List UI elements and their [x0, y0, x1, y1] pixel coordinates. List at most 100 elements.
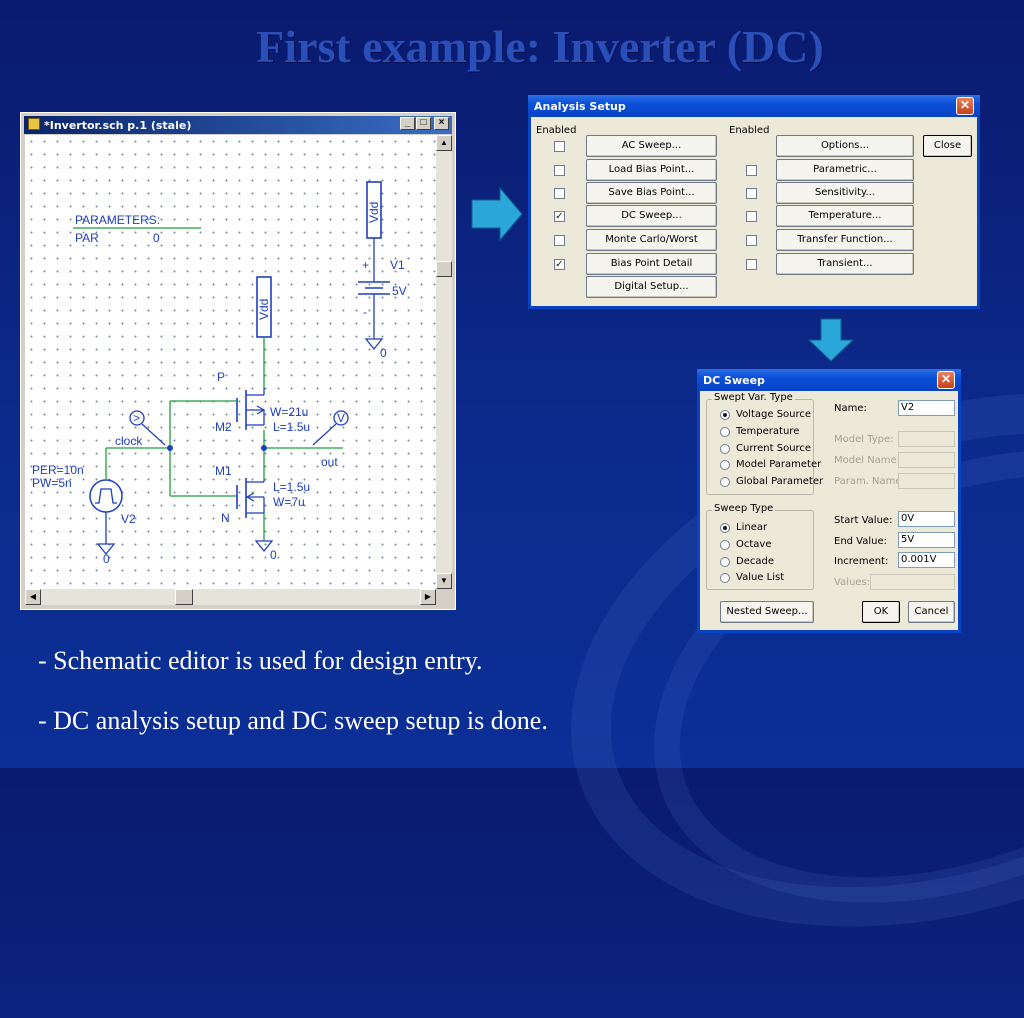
n-label: N — [221, 511, 230, 525]
scroll-right-arrow-icon[interactable]: ▶ — [420, 589, 436, 605]
ac-sweep-checkbox[interactable] — [554, 141, 565, 152]
name-label: Name: — [834, 403, 867, 414]
dc-sweep-title: DC Sweep — [703, 373, 765, 387]
v1-label: V1 — [390, 258, 405, 272]
close-dialog-button[interactable]: Close — [923, 135, 972, 157]
current-source-label: Current Source — [736, 443, 812, 454]
decade-label: Decade — [736, 556, 774, 567]
end-value-label: End Value: — [834, 536, 888, 547]
pw-label: PW=5n — [32, 476, 72, 490]
arrow-right-icon — [471, 186, 523, 242]
probe-left-symbol: > — [133, 411, 140, 425]
slide-title: First example: Inverter (DC) — [256, 21, 824, 72]
bias-detail-checkbox[interactable]: ✓ — [554, 259, 565, 270]
dc-sweep-title-bar[interactable]: DC Sweep — [697, 369, 961, 391]
start-value-input[interactable]: 0V — [898, 511, 955, 527]
v2-label: V2 — [121, 512, 136, 526]
temperature-radio[interactable] — [720, 427, 730, 437]
model-type-input — [898, 431, 955, 447]
voltage-source-radio[interactable] — [720, 410, 730, 420]
model-parameter-radio[interactable] — [720, 460, 730, 470]
vdd-top-label: Vdd — [367, 202, 381, 223]
parametric-checkbox[interactable] — [746, 165, 757, 176]
minimize-button[interactable]: _ — [400, 117, 415, 130]
arrow-down-icon — [808, 318, 854, 362]
w7-label: W=7u — [273, 495, 305, 509]
sensitivity-button[interactable]: Sensitivity... — [776, 182, 914, 204]
gnd-top-label: 0 — [380, 346, 387, 360]
end-value-input[interactable]: 5V — [898, 532, 955, 548]
values-label: Values: — [834, 577, 871, 588]
bullet-list: - Schematic editor is used for design en… — [38, 645, 548, 765]
monte-carlo-button[interactable]: Monte Carlo/Worst Case... — [586, 229, 717, 265]
temperature-checkbox[interactable] — [746, 211, 757, 222]
decade-radio[interactable] — [720, 557, 730, 567]
dc-sweep-dialog: DC Sweep ✕ Swept Var. Type Voltage Sourc… — [697, 369, 961, 633]
nested-sweep-button[interactable]: Nested Sweep... — [720, 601, 814, 623]
octave-label: Octave — [736, 539, 772, 550]
bias-point-detail-button[interactable]: Bias Point Detail — [586, 253, 717, 275]
schematic-canvas[interactable]: PARAMETERS: PAR 0 Vdd + V1 5V - 0 Vdd P — [25, 135, 436, 589]
model-name-label: Model Name: — [834, 455, 901, 466]
linear-radio[interactable] — [720, 523, 730, 533]
analysis-setup-dialog: Analysis Setup ✕ Enabled Enabled ✓ ✓ AC … — [528, 95, 980, 309]
vertical-scrollbar[interactable]: ▲ ▼ — [436, 135, 452, 589]
ok-button[interactable]: OK — [862, 601, 900, 623]
temperature-button[interactable]: Temperature... — [776, 205, 914, 227]
dc-sweep-button[interactable]: DC Sweep... — [586, 205, 717, 227]
model-type-label: Model Type: — [834, 434, 894, 445]
transient-checkbox[interactable] — [746, 259, 757, 270]
p-label: P — [217, 370, 225, 384]
vertical-scroll-thumb[interactable] — [436, 261, 452, 277]
horizontal-scrollbar[interactable]: ◀ ▶ — [25, 589, 436, 605]
close-button[interactable]: × — [434, 117, 449, 130]
dc-sweep-checkbox[interactable]: ✓ — [554, 211, 565, 222]
octave-radio[interactable] — [720, 540, 730, 550]
maximize-button[interactable]: □ — [416, 117, 431, 130]
cancel-button[interactable]: Cancel — [908, 601, 955, 623]
options-button[interactable]: Options... — [776, 135, 914, 157]
ac-sweep-button[interactable]: AC Sweep... — [586, 135, 717, 157]
analysis-setup-title-bar[interactable]: Analysis Setup — [528, 95, 980, 117]
value-list-label: Value List — [736, 572, 785, 583]
pulse-source — [89, 479, 123, 513]
parameters-label: PARAMETERS: — [75, 213, 160, 227]
scroll-down-arrow-icon[interactable]: ▼ — [436, 573, 452, 589]
current-source-radio[interactable] — [720, 444, 730, 454]
scroll-up-arrow-icon[interactable]: ▲ — [436, 135, 452, 151]
param-name-label: Param. Name: — [834, 476, 905, 487]
voltage-source-label: Voltage Source — [736, 409, 812, 420]
analysis-close-icon[interactable]: ✕ — [956, 97, 974, 115]
save-bias-checkbox[interactable] — [554, 188, 565, 199]
model-parameter-label: Model Parameter — [736, 459, 822, 470]
name-input[interactable]: V2 — [898, 400, 955, 416]
digital-setup-button[interactable]: Digital Setup... — [586, 276, 717, 298]
schematic-title-bar[interactable]: *Invertor.sch p.1 (stale) — [24, 116, 452, 134]
load-bias-point-button[interactable]: Load Bias Point... — [586, 159, 717, 181]
transfer-function-checkbox[interactable] — [746, 235, 757, 246]
horizontal-scroll-thumb[interactable] — [175, 589, 193, 605]
dc-sweep-close-icon[interactable]: ✕ — [937, 371, 955, 389]
app-icon — [28, 118, 40, 130]
global-parameter-radio[interactable] — [720, 477, 730, 487]
sensitivity-checkbox[interactable] — [746, 188, 757, 199]
save-bias-point-button[interactable]: Save Bias Point... — [586, 182, 717, 204]
l15b-label: L=1.5u — [273, 480, 310, 494]
monte-carlo-checkbox[interactable] — [554, 235, 565, 246]
w21-label: W=21u — [270, 405, 308, 419]
increment-input[interactable]: 0.001V — [898, 552, 955, 568]
m2-label: M2 — [215, 420, 232, 434]
out-label: out — [321, 455, 338, 469]
v1-minus: - — [363, 305, 367, 319]
scroll-left-arrow-icon[interactable]: ◀ — [25, 589, 41, 605]
par-value: 0 — [153, 231, 160, 245]
value-list-radio[interactable] — [720, 573, 730, 583]
probe-right-symbol: V — [337, 411, 345, 425]
transient-button[interactable]: Transient... — [776, 253, 914, 275]
enabled-label-right: Enabled — [729, 125, 770, 136]
parametric-button[interactable]: Parametric... — [776, 159, 914, 181]
load-bias-checkbox[interactable] — [554, 165, 565, 176]
linear-label: Linear — [736, 522, 768, 533]
transfer-function-button[interactable]: Transfer Function... — [776, 229, 914, 251]
sweep-type-group-title: Sweep Type — [712, 503, 776, 514]
